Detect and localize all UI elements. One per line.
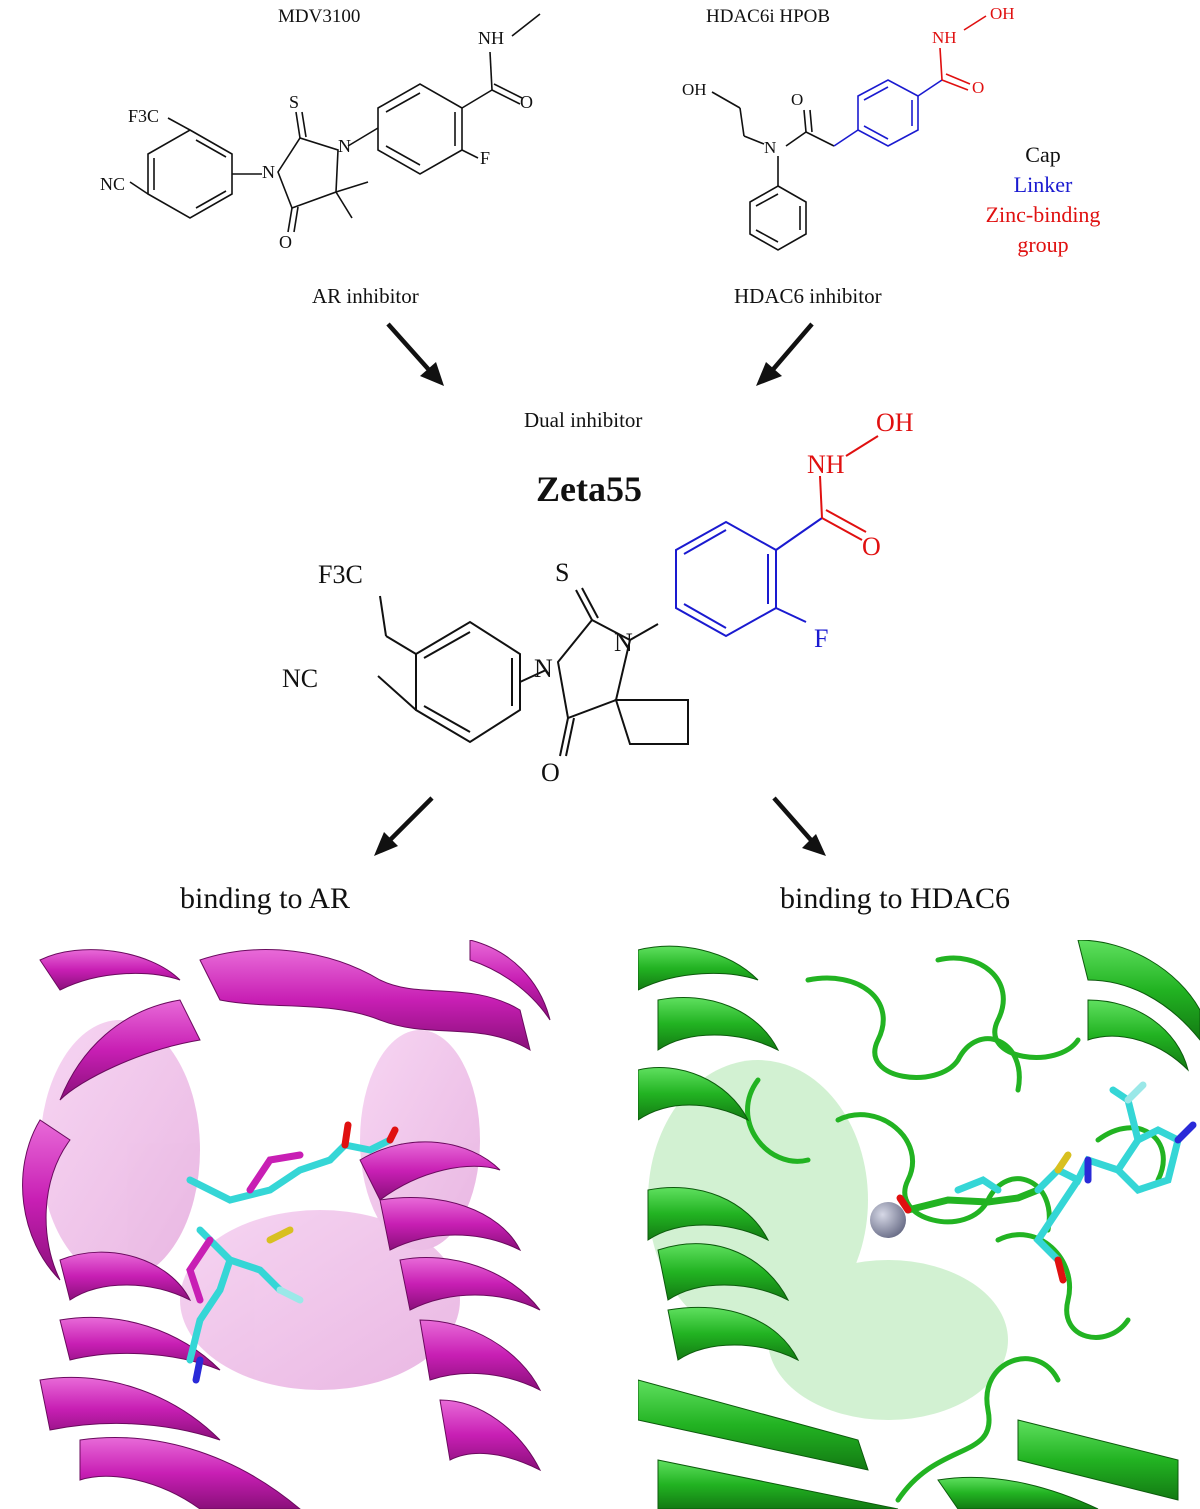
zeta-f-label: F (814, 624, 829, 653)
hpob-oh-label: OH (990, 4, 1015, 23)
mdv-o-label: O (279, 232, 292, 252)
zeta-n1-label: N (534, 654, 553, 683)
mdv-nh-label: NH (478, 28, 504, 48)
mdv-s-label: S (289, 92, 300, 112)
legend-cap: Cap (1025, 142, 1061, 167)
hpob-title: HDAC6i HPOB (706, 6, 831, 27)
hpob-zbg-o-label: O (972, 78, 985, 97)
mdv-cf3-label: F3C (128, 106, 160, 126)
arrow-down-right-icon (772, 796, 826, 856)
split-arrows (374, 796, 826, 856)
zeta-nh-label: NH (807, 450, 845, 479)
zeta-oh-label: OH (876, 408, 914, 437)
mdv3100-title: MDV3100 (278, 6, 361, 27)
arrow-left-down-icon (386, 322, 444, 386)
pharmacophore-legend: Cap Linker Zinc-binding group (958, 140, 1128, 260)
hpob-ho-label: OH (682, 80, 707, 99)
mdv-f-label: F (480, 148, 491, 168)
mdv-amide-o-label: O (520, 92, 533, 112)
hdac6-inhibitor-label: HDAC6 inhibitor (734, 284, 882, 308)
mdv-n1-label: N (262, 162, 275, 182)
hdac6-binding-render (638, 940, 1200, 1509)
binding-ar-label: binding to AR (180, 882, 351, 915)
ar-inhibitor-label: AR inhibitor (312, 284, 419, 308)
zeta-o-label: O (541, 758, 560, 787)
zeta-carbonyl-o-label: O (862, 532, 881, 561)
zeta-nc-label: NC (282, 664, 319, 693)
arrow-down-left-icon (374, 796, 434, 856)
hpob-n-label: N (764, 138, 777, 157)
merge-arrows (386, 322, 814, 386)
zeta-n2-label: N (614, 628, 633, 657)
zeta-cf3-label: F3C (318, 560, 363, 589)
mdv-n2-label: N (338, 136, 351, 156)
hpob-structure (711, 15, 987, 251)
zinc-ion-icon (870, 1202, 906, 1238)
hpob-o-label: O (791, 90, 804, 109)
dual-inhibitor-label: Dual inhibitor (524, 408, 643, 432)
legend-zinc-binding-group: Zinc-binding group (985, 202, 1101, 257)
ar-binding-render (0, 940, 562, 1509)
mdv-nc-label: NC (100, 174, 126, 194)
arrow-right-down-icon (756, 322, 814, 386)
legend-linker: Linker (1013, 172, 1073, 197)
zeta55-structure (377, 435, 879, 757)
zeta-s-label: S (555, 558, 570, 587)
zeta55-title: Zeta55 (536, 469, 642, 509)
mdv3100-structure (129, 13, 541, 233)
binding-hdac6-label: binding to HDAC6 (780, 882, 1011, 915)
hpob-nh-label: NH (932, 28, 957, 47)
